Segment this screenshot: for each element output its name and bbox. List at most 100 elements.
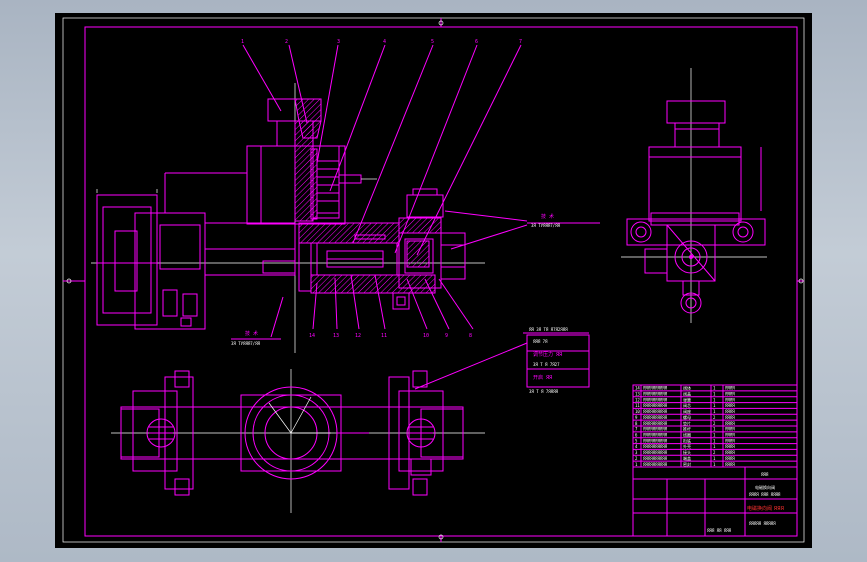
parts-row-material: ЯЯЯЯ xyxy=(725,427,735,432)
note-5: 开启 ЯЯ xyxy=(533,374,552,381)
parts-row-qty: 1 xyxy=(713,403,716,408)
parts-row-material: ЯЯЯЯ xyxy=(725,450,735,455)
parts-row-index: 13 xyxy=(635,392,640,397)
tech-req-right: 技 术 xyxy=(541,213,554,220)
parts-row-material: ЯЯЯЯ xyxy=(725,415,735,420)
parts-row-material: ЯЯЯЯ xyxy=(725,462,735,467)
parts-row-index: 9 xyxy=(635,415,638,420)
parts-row-qty: 1 xyxy=(713,433,716,438)
balloon-13: 13 xyxy=(333,333,339,339)
parts-row-name: 阀芯 xyxy=(683,402,691,408)
parts-row-index: 3 xyxy=(635,450,638,455)
parts-row-name: 外壳 xyxy=(683,443,691,449)
title-scale-row: ЯЯЯЯЯ ЯЯЯЯЯ xyxy=(749,521,776,526)
balloon-4: 4 xyxy=(383,39,386,45)
balloon-14: 14 xyxy=(309,333,315,339)
parts-row-code: ЯЯЯЯЯЯЯЯЯЯ xyxy=(643,456,668,461)
note-2: ЯЯЯ 7Я xyxy=(533,339,548,344)
parts-row-code: ЯЯЯЯЯЯЯЯЯЯ xyxy=(643,415,668,420)
parts-row-name: 线圈 xyxy=(683,432,691,438)
parts-row-material: ЯЯЯЯ xyxy=(725,397,735,402)
parts-row-code: ЯЯЯЯЯЯЯЯЯЯ xyxy=(643,403,668,408)
balloon-9: 9 xyxy=(445,333,448,339)
balloon-12: 12 xyxy=(355,333,361,339)
title-bottom-note: ЯЯЯ ЯЯ ЯЯЯ xyxy=(707,528,732,533)
balloon-6: 6 xyxy=(475,39,478,45)
parts-row-code: ЯЯЯЯЯЯЯЯЯЯ xyxy=(643,438,668,443)
title-drawing-name-sub: ЯЯЯЯ ЯЯЯ ЯЯЯЯ xyxy=(749,492,781,497)
parts-row-name: 阀盖 xyxy=(683,391,691,397)
sheet-outer-border xyxy=(62,17,805,543)
parts-row-qty: 2 xyxy=(713,415,716,420)
parts-row-material: ЯЯЯЯ xyxy=(725,409,735,414)
parts-row-index: 14 xyxy=(635,386,640,391)
tech-req-right-sub: ЗЯ ТУЯЯЯ7/ЯЯ xyxy=(531,223,560,228)
parts-row-code: ЯЯЯЯЯЯЯЯЯЯ xyxy=(643,462,668,467)
parts-row-index: 4 xyxy=(635,444,638,449)
parts-row-qty: 1 xyxy=(713,456,716,461)
parts-row-qty: 2 xyxy=(713,450,716,455)
parts-row-code: ЯЯЯЯЯЯЯЯЯЯ xyxy=(643,450,668,455)
parts-row-name: 端盖 xyxy=(683,455,691,461)
balloon-8: 8 xyxy=(469,333,472,339)
assembly-drawing: 1 2 3 4 5 6 7 14 13 12 11 10 9 8 技 术 ЗЯ … xyxy=(62,17,805,543)
parts-row-name: 推杆 xyxy=(683,426,691,432)
parts-row-index: 7 xyxy=(635,427,638,432)
parts-row-code: ЯЯЯЯЯЯЯЯЯЯ xyxy=(643,421,668,426)
balloon-2: 2 xyxy=(285,39,288,45)
parts-row-name: 螺母 xyxy=(683,414,691,420)
parts-row-qty: 1 xyxy=(713,386,716,391)
parts-row-name: 密封 xyxy=(683,461,691,467)
parts-row-index: 6 xyxy=(635,433,638,438)
parts-row-index: 10 xyxy=(635,409,640,414)
notes-box: ЯЯ ЗЯ ТЯ Я7Я2ЯЯЯ ЯЯЯ 7Я 调节压力 ЯЯ ЗЯ Т Я 7… xyxy=(414,327,590,394)
balloon-3: 3 xyxy=(337,39,340,45)
front-section-view xyxy=(91,44,600,353)
parts-row-qty: 1 xyxy=(713,427,716,432)
tech-req-left-sub: ЗЯ ТУЯЯЯ7/ЯЯ xyxy=(231,341,260,346)
parts-row-index: 12 xyxy=(635,397,640,402)
parts-row-code: ЯЯЯЯЯЯЯЯЯЯ xyxy=(643,397,668,402)
parts-row-qty: 1 xyxy=(713,409,716,414)
parts-row-material: ЯЯЯЯ xyxy=(725,444,735,449)
parts-row-material: ЯЯЯЯ xyxy=(725,438,735,443)
parts-row-code: ЯЯЯЯЯЯЯЯЯЯ xyxy=(643,444,668,449)
note-3: 调节压力 ЯЯ xyxy=(533,351,562,358)
note-6: ЗЯ Т Я 7ЯЯЯЯ xyxy=(529,389,558,394)
parts-row-code: ЯЯЯЯЯЯЯЯЯЯ xyxy=(643,409,668,414)
parts-row-material: ЯЯЯЯ xyxy=(725,392,735,397)
parts-row-qty: 1 xyxy=(713,444,716,449)
parts-row-material: ЯЯЯЯ xyxy=(725,386,735,391)
note-4: ЗЯ Т Я 7Я27 xyxy=(533,362,560,367)
parts-row-name: 接头 xyxy=(683,449,691,455)
plan-view xyxy=(111,369,485,513)
parts-row-index: 1 xyxy=(635,462,638,467)
parts-row-code: ЯЯЯЯЯЯЯЯЯЯ xyxy=(643,392,668,397)
parts-row-index: 5 xyxy=(635,438,638,443)
parts-row-qty: 1 xyxy=(713,392,716,397)
parts-row-qty: 1 xyxy=(713,397,716,402)
parts-row-qty: 1 xyxy=(713,462,716,467)
parts-row-qty: 2 xyxy=(713,421,716,426)
parts-row-name: 衔铁 xyxy=(683,437,691,443)
balloon-5: 5 xyxy=(431,39,434,45)
parts-row-material: ЯЯЯЯ xyxy=(725,433,735,438)
parts-row-material: ЯЯЯЯ xyxy=(725,456,735,461)
parts-row-code: ЯЯЯЯЯЯЯЯЯЯ xyxy=(643,427,668,432)
balloon-1: 1 xyxy=(241,39,244,45)
balloon-7: 7 xyxy=(519,39,522,45)
parts-row-name: 弹簧 xyxy=(683,396,691,402)
parts-row-index: 8 xyxy=(635,421,638,426)
parts-row-name: 阀座 xyxy=(683,408,691,414)
title-red-name: 电磁换向阀 ЯЯЯ xyxy=(747,505,784,512)
parts-row-material: ЯЯЯЯ xyxy=(725,403,735,408)
parts-row-index: 11 xyxy=(635,403,640,408)
balloon-10: 10 xyxy=(423,333,429,339)
cad-drawing-viewport[interactable]: 1 2 3 4 5 6 7 14 13 12 11 10 9 8 技 术 ЗЯ … xyxy=(55,13,812,548)
parts-row-name: 阀体 xyxy=(683,385,691,391)
parts-row-name: 垫片 xyxy=(683,420,691,426)
note-1: ЯЯ ЗЯ ТЯ Я7Я2ЯЯЯ xyxy=(529,327,568,332)
parts-row-code: ЯЯЯЯЯЯЯЯЯЯ xyxy=(643,386,668,391)
title-header-code: ЯЯЯ xyxy=(761,472,769,477)
